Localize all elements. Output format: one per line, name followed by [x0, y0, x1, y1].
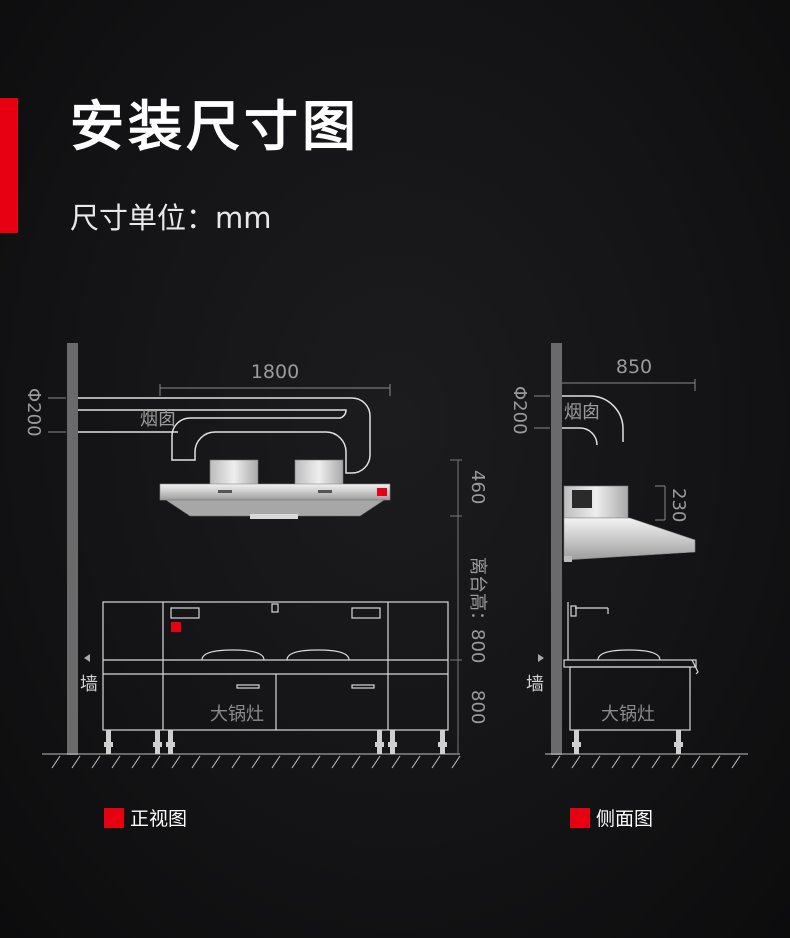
- side-range-hood: [563, 485, 696, 562]
- side-depth-dim: 850: [616, 356, 652, 378]
- side-view-caption-swatch: [570, 807, 590, 828]
- side-hood-height: 230: [668, 488, 689, 522]
- front-stove-label: 大锅灶: [210, 704, 264, 725]
- side-view-caption: 侧面图: [570, 804, 653, 831]
- front-stove-height: 800: [467, 690, 488, 724]
- front-width-dim: 1800: [251, 361, 299, 383]
- front-chimney-pipe: [78, 397, 371, 474]
- side-view-caption-text: 侧面图: [596, 808, 654, 830]
- side-pipe-dia: Φ200: [509, 386, 530, 435]
- front-hood-height: 460: [467, 470, 488, 504]
- side-stove-label: 大锅灶: [601, 704, 655, 725]
- front-view-caption-swatch: [104, 807, 124, 828]
- front-stove-badge: [171, 622, 181, 632]
- front-wall: [67, 343, 78, 755]
- front-ground: [42, 753, 461, 769]
- side-chimney-label: 烟囱: [564, 402, 600, 423]
- front-view-caption-text: 正视图: [130, 808, 188, 830]
- side-view: 850 烟囱 Φ200 230: [509, 343, 748, 769]
- front-range-hood: [159, 459, 391, 519]
- front-wall-label: 墙: [80, 674, 98, 695]
- side-wall-arrow: [538, 654, 544, 662]
- side-chimney-outer: [562, 395, 624, 442]
- front-wall-arrow: [84, 654, 90, 662]
- front-chimney-label: 烟囱: [140, 409, 176, 430]
- side-wall: [551, 343, 562, 755]
- side-ground: [545, 753, 748, 769]
- front-view-caption: 正视图: [104, 804, 187, 831]
- side-wall-label: 墙: [526, 674, 544, 695]
- front-hood-badge: [377, 488, 387, 496]
- unit-label: 尺寸单位：mm: [70, 201, 272, 235]
- page-title: 安装尺寸图: [70, 95, 360, 158]
- side-chimney-inner: [562, 427, 598, 446]
- accent-bar: [0, 98, 18, 233]
- front-stove: [102, 601, 449, 731]
- front-stove-legs: [104, 730, 447, 754]
- front-counter-height: 离台高：800: [467, 557, 488, 663]
- front-pipe-dia: Φ200: [23, 388, 44, 437]
- side-stove-legs: [572, 730, 683, 754]
- side-stove: [563, 602, 699, 731]
- front-view: 烟囱 Φ200 1800 460 离台高：800 800: [23, 343, 488, 769]
